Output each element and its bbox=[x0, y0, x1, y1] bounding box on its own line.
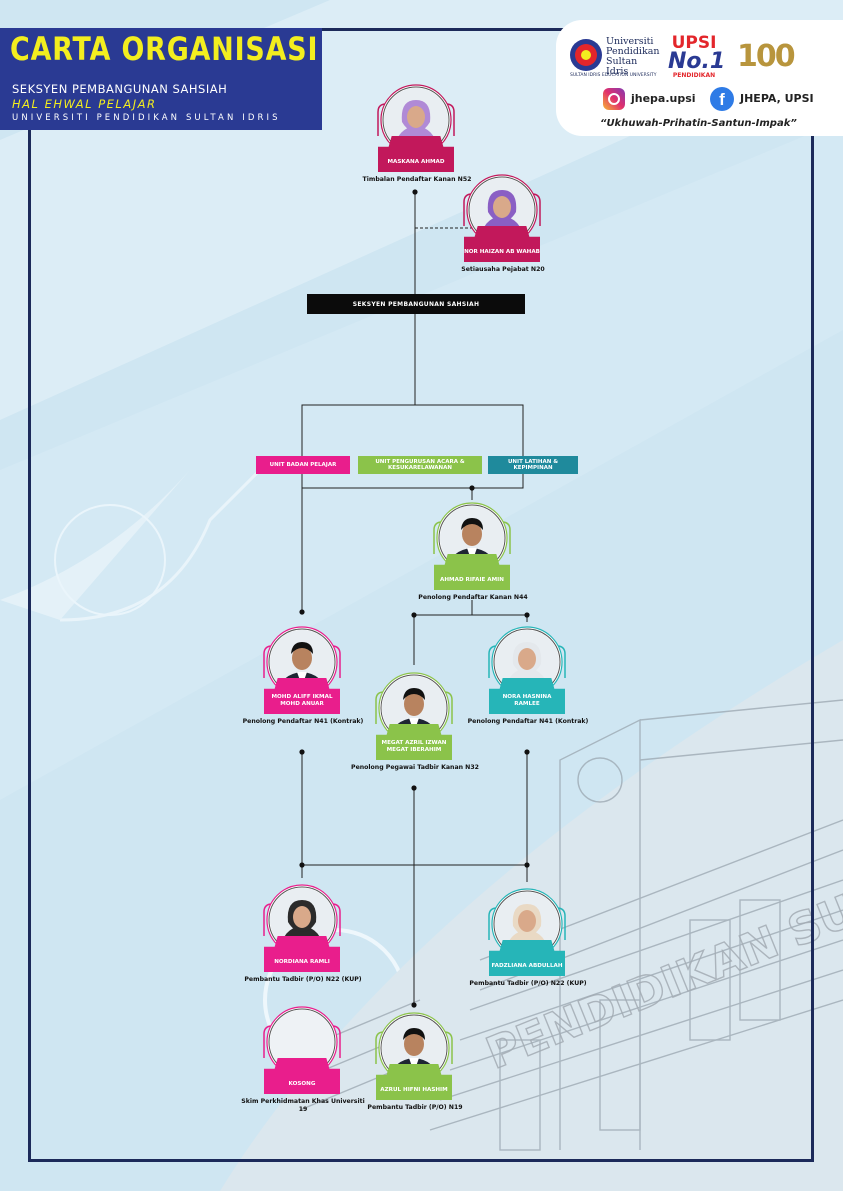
person-name: MEGAT AZRIL IZWAN MEGAT IBERAHIM bbox=[376, 724, 452, 760]
facebook-handle[interactable]: JHEPA, UPSI bbox=[740, 92, 814, 105]
branding-panel bbox=[556, 20, 843, 136]
upsi-logo-text: Universiti Pendidikan Sultan Idris bbox=[606, 36, 660, 77]
unit-latihan-kepimpinan: UNIT LATIHAN & KEPIMPINAN bbox=[488, 456, 578, 474]
person-position: Pembantu Tadbir (P/O) N22 (KUP) bbox=[469, 980, 587, 987]
no1-bottom: PENDIDIKAN bbox=[672, 72, 716, 79]
upsi-crest-icon bbox=[570, 39, 602, 71]
header-banner bbox=[0, 28, 322, 130]
page-frame bbox=[28, 28, 814, 1162]
person-name: NORA HASNINA RAMLEE bbox=[489, 678, 565, 714]
person-position: Pembantu Tadbir (P/O) N19 bbox=[367, 1104, 463, 1111]
person-name: NORDIANA RAMLI bbox=[264, 936, 340, 972]
person-position: Penolong Pegawai Tadbir Kanan N32 bbox=[351, 764, 479, 771]
person-name: NOR HAIZAN AB WAHAB bbox=[464, 226, 540, 262]
person-position: Skim Perkhidmatan Khas Universiti 19 bbox=[241, 1098, 365, 1113]
person-position: Penolong Pendaftar N41 (Kontrak) bbox=[467, 718, 589, 725]
unit-pengurusan-acara: UNIT PENGURUSAN ACARA & KESUKARELAWANAN bbox=[358, 456, 482, 474]
instagram-handle[interactable]: jhepa.upsi bbox=[631, 92, 696, 105]
person-name: MASKANA AHMAD bbox=[378, 136, 454, 172]
page-title: CARTA ORGANISASI bbox=[10, 30, 319, 68]
person-name: MOHD ALIFF IKMAL MOHD ANUAR bbox=[264, 678, 340, 714]
person-position: Setiausaha Pejabat N20 bbox=[461, 266, 545, 273]
upsi-logo-tagline: SULTAN IDRIS EDUCATION UNIVERSITY bbox=[570, 73, 657, 78]
person-position: Penolong Pendaftar N41 (Kontrak) bbox=[242, 718, 364, 725]
person-position: Timbalan Pendaftar Kanan N52 bbox=[362, 176, 472, 183]
upsi-no1-logo: UPSI No.1 PENDIDIKAN bbox=[668, 33, 726, 80]
section-subtitle: SEKSYEN PEMBANGUNAN SAHSIAH bbox=[12, 82, 228, 96]
person-name: AHMAD RIFAIE AMIN bbox=[434, 554, 510, 590]
person-position: Penolong Pendaftar Kanan N44 bbox=[418, 594, 528, 601]
university-subtitle: UNIVERSITI PENDIDIKAN SULTAN IDRIS bbox=[12, 113, 281, 123]
no1-mid: No.1 bbox=[668, 49, 726, 74]
centenary-logo: 100 bbox=[737, 39, 796, 74]
facebook-icon[interactable]: f bbox=[710, 87, 734, 111]
person-name: AZRUL HIFNI HASHIM bbox=[376, 1064, 452, 1100]
department-subtitle: HAL EHWAL PELAJAR bbox=[12, 97, 157, 111]
section-title-bar: SEKSYEN PEMBANGUNAN SAHSIAH bbox=[307, 294, 525, 314]
person-name: FADZLIANA ABDULLAH bbox=[489, 940, 565, 976]
slogan: “Ukhuwah-Prihatin-Santun-Impak” bbox=[600, 118, 797, 129]
person-position: Pembantu Tadbir (P/O) N22 (KUP) bbox=[244, 976, 362, 983]
no1-top: UPSI bbox=[671, 33, 717, 53]
unit-badan-pelajar: UNIT BADAN PELAJAR bbox=[256, 456, 350, 474]
instagram-icon[interactable] bbox=[603, 88, 625, 110]
person-name: KOSONG bbox=[264, 1058, 340, 1094]
